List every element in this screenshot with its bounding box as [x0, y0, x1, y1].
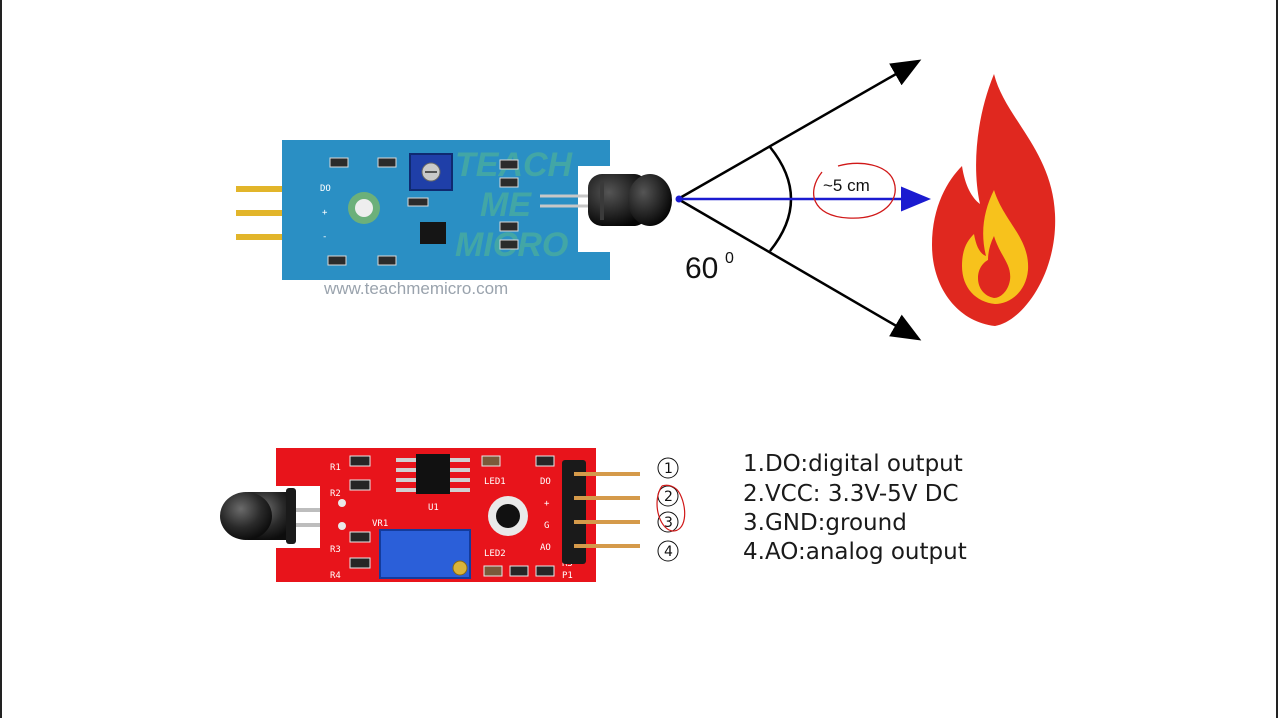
- silk-g: G: [544, 521, 549, 531]
- silk-ao: AO: [540, 543, 551, 553]
- ir-receiver-icon: [588, 174, 672, 226]
- detection-cone: [675, 59, 931, 341]
- silk-r1: R1: [330, 463, 341, 473]
- pin-label-4: 4.AO:analog output: [743, 539, 967, 565]
- pin-label-3: 3.GND:ground: [743, 510, 907, 536]
- comparator-ic: [396, 454, 470, 494]
- pin-number-3-digit: 3: [664, 515, 673, 531]
- blue-silk-do: DO: [320, 184, 331, 194]
- silk-led1: LED1: [484, 477, 506, 487]
- silk-r3: R3: [330, 545, 341, 555]
- potentiometer-icon: [379, 529, 471, 579]
- silk-r2: R2: [330, 489, 341, 499]
- pin-label-2: 2.VCC: 3.3V-5V DC: [743, 481, 959, 507]
- pin-number-2-digit: 2: [664, 489, 673, 505]
- red-header-pins: [562, 460, 640, 564]
- cone-lower-arrow: [677, 197, 922, 341]
- pin-label-list: 1.DO:digital output 2.VCC: 3.3V-5V DC 3.…: [743, 451, 967, 565]
- silk-p1: P1: [562, 571, 573, 581]
- red-sensor-module: R1 R2 R3 R4 VR1 U1 LED1 LED2 DO + G AO P…: [220, 448, 640, 582]
- blue-silk-minus: -: [322, 232, 327, 242]
- pin-label-1: 1.DO:digital output: [743, 451, 963, 477]
- pin-annotation-circle: [656, 484, 686, 532]
- angle-degree-sup: 0: [725, 250, 734, 267]
- distance-label: ~5 cm: [823, 176, 870, 195]
- silk-r4: R4: [330, 571, 341, 581]
- silk-vr1: VR1: [372, 519, 388, 529]
- pin-number-column: ① 1 2 3 4: [656, 457, 686, 562]
- potentiometer-icon: [409, 153, 453, 191]
- red-smd-components: [349, 455, 555, 577]
- comparator-ic: [420, 222, 446, 244]
- pin-number-1-digit: 1: [664, 461, 673, 477]
- blue-sensor-module: TEACH ME MICRO DO + -: [236, 140, 672, 280]
- flame-icon: [932, 74, 1056, 326]
- blue-silk-plus: +: [322, 208, 328, 218]
- ir-led-icon: [220, 488, 350, 544]
- pin-number-4-digit: 4: [664, 544, 673, 560]
- blue-pcb: [282, 140, 610, 280]
- cone-upper-arrow: [677, 59, 922, 201]
- distance-annotation-circle: [813, 162, 896, 219]
- silk-led2: LED2: [484, 549, 506, 559]
- watermark-url: www.teachmemicro.com: [323, 279, 508, 298]
- silk-u1: U1: [428, 503, 439, 513]
- silk-do: DO: [540, 477, 551, 487]
- board-logo-line-2: ME: [480, 186, 532, 224]
- angle-value: 60: [685, 252, 718, 285]
- blue-smd-components: [327, 157, 519, 266]
- silk-plus: +: [544, 499, 550, 509]
